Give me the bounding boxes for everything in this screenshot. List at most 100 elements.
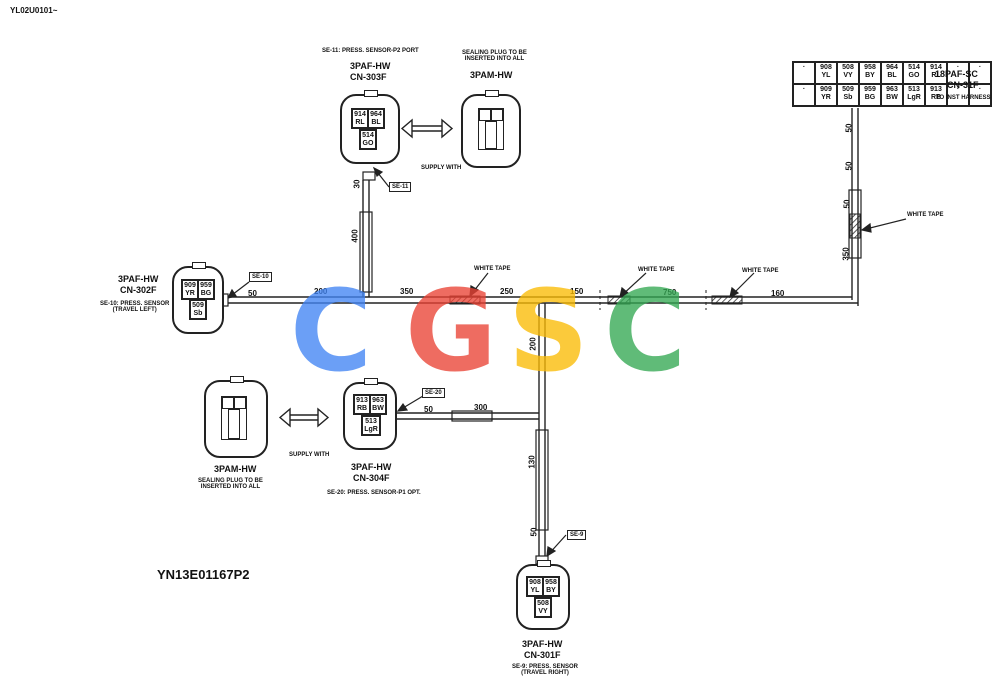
latch-icon	[537, 560, 551, 567]
len-main-750: 750	[663, 288, 677, 297]
wire-lead-cn302	[228, 296, 276, 304]
len-right-50: 50	[842, 199, 852, 209]
wire-branch-cn303	[362, 180, 370, 297]
pin: 508 VY	[837, 62, 859, 84]
pin: 914 RL	[925, 62, 947, 84]
plug-top-note: SEALING PLUG TO BE INSERTED INTO ALL	[462, 50, 527, 62]
pin: 959 BG	[198, 280, 214, 299]
pin: 958 BY	[859, 62, 881, 84]
len-cn303-30: 30	[352, 179, 362, 189]
pin: 908 YL	[815, 62, 837, 84]
cn301f-pins: 908 YL 958 BY	[526, 576, 560, 597]
len-br-300: 300	[474, 403, 488, 412]
wire-branch-cn304	[396, 412, 539, 420]
cn304-type: 3PAF-HW	[351, 462, 392, 472]
se20-tag: SE-20	[422, 388, 445, 398]
cn303f-pin-bottom: 514 GO	[359, 129, 377, 150]
cn303-type: 3PAF-HW	[350, 61, 391, 71]
plug-top-supply: SUPPLY WITH	[421, 165, 462, 171]
cn301-type: 3PAF-HW	[522, 639, 563, 649]
plug-bottom-type: 3PAM-HW	[214, 464, 257, 474]
latch-icon	[485, 90, 499, 97]
pin: 959 BG	[859, 84, 881, 106]
len-main-150: 150	[570, 287, 584, 296]
cn31f-pins: · 908 YL 508 VY 958 BY 964 BL 514 GO 914…	[792, 61, 992, 107]
cn31-type: 18PAF-SC	[935, 69, 978, 79]
pin: 963 BW	[881, 84, 903, 106]
plug-bottom-supply: SUPPLY WITH	[289, 452, 330, 458]
cn304f-pin-bottom: 513 LgR	[361, 415, 381, 436]
wire-main-run	[276, 296, 858, 304]
len-br-50: 50	[424, 405, 433, 414]
pin: ·	[969, 62, 991, 84]
cn303-name: CN-303F	[350, 72, 387, 82]
pin: ·	[969, 84, 991, 106]
len-main-250: 250	[500, 287, 514, 296]
plug-bottom-note: SEALING PLUG TO BE INSERTED INTO ALL	[198, 478, 263, 490]
latch-icon	[364, 90, 378, 97]
pin: 909 YR	[182, 280, 198, 299]
doc-id: YL02U0101~	[10, 6, 58, 15]
len-main-350: 350	[400, 287, 414, 296]
pin: 964 BL	[881, 62, 903, 84]
len-down-50: 50	[529, 527, 539, 537]
wire-trunk-right	[851, 108, 859, 306]
tape-label-c: WHITE TAPE	[742, 268, 779, 274]
pin: 513 LgR	[903, 84, 925, 106]
pin: 514 GO	[903, 62, 925, 84]
pin: ·	[947, 84, 969, 106]
pin: 913 RB	[354, 395, 370, 414]
watermark-letter: S	[508, 267, 589, 397]
watermark-letter: C	[290, 267, 373, 397]
watermark-letter: C	[604, 267, 687, 397]
cn31-name: CN-31F	[947, 80, 979, 90]
pin: 514 GO	[360, 130, 376, 149]
len-cn303-400: 400	[350, 229, 360, 243]
len-main-200: 200	[314, 287, 328, 296]
pin: ·	[793, 62, 815, 84]
cn301f-pin-bottom: 508 VY	[534, 597, 552, 618]
cn303f-pins: 914 RL 964 BL	[351, 108, 385, 129]
latch-icon	[230, 376, 244, 383]
pin: 513 LgR	[362, 416, 380, 435]
cn302-type: 3PAF-HW	[118, 274, 159, 284]
cn301-note: SE-9: PRESS. SENSOR (TRAVEL RIGHT)	[512, 664, 579, 676]
pin: 909 YR	[815, 84, 837, 106]
tape-label-b: WHITE TAPE	[638, 267, 675, 273]
len-left-50: 50	[248, 289, 257, 298]
pin: ·	[793, 84, 815, 106]
len-down-130: 130	[527, 455, 537, 469]
cn302-note: SE-10: PRESS. SENSOR (TRAVEL LEFT)	[100, 301, 170, 313]
latch-icon	[364, 378, 378, 385]
len-main-160: 160	[771, 289, 785, 298]
cn304-name: CN-304F	[353, 473, 390, 483]
plug-top-type: 3PAM-HW	[470, 70, 513, 80]
se9-tag: SE-9	[567, 530, 587, 540]
pin: 914 RL	[352, 109, 368, 128]
cn303-note: SE-11: PRESS. SENSOR-P2 PORT	[322, 48, 419, 54]
pin: 908 YL	[527, 577, 543, 596]
pin: 913 RB	[925, 84, 947, 106]
tape-label-d: WHITE TAPE	[907, 212, 944, 218]
latch-icon	[192, 262, 206, 269]
pin: 509 Sb	[837, 84, 859, 106]
drawing-number: YN13E01167P2	[157, 567, 250, 582]
pin: 958 BY	[543, 577, 559, 596]
plug-top-cavities	[478, 108, 504, 150]
cn31-note: TO INST HARNESS	[936, 95, 991, 101]
cn302f-pins: 909 YR 959 BG	[181, 279, 215, 300]
se11-tag: SE-11	[389, 182, 412, 192]
pin: 508 VY	[535, 598, 551, 617]
len-top-50b: 50	[844, 161, 854, 171]
pin: 963 BW	[370, 395, 386, 414]
len-top-50a: 50	[844, 123, 854, 133]
watermark-letter: G	[405, 267, 497, 397]
se10-tag: SE-10	[249, 272, 272, 282]
white-tape-d	[849, 213, 861, 239]
cn304-note: SE-20: PRESS. SENSOR-P1 OPT.	[327, 490, 421, 496]
white-tape-b	[607, 295, 631, 305]
cn302f-connector	[172, 262, 224, 334]
tape-label-a: WHITE TAPE	[474, 266, 511, 272]
